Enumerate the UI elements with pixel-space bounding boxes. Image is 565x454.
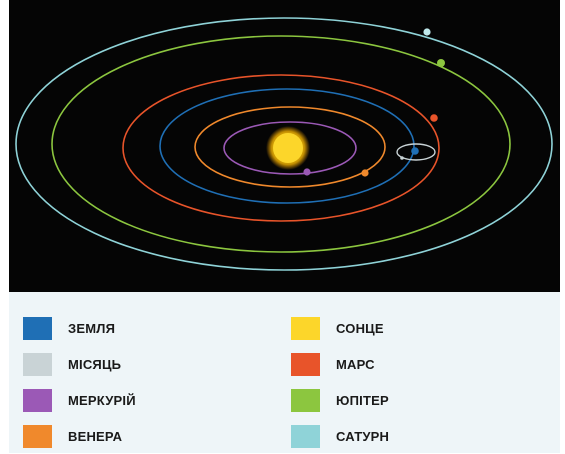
sun xyxy=(273,133,303,163)
legend-item-mars: МАРС xyxy=(291,346,389,382)
legend-label-saturn: САТУРН xyxy=(336,428,390,444)
legend-column-right: СОНЦЕ МАРС ЮПІТЕР САТУРН xyxy=(291,310,389,454)
orbit-diagram xyxy=(15,17,553,271)
saturn-planet xyxy=(423,28,431,36)
legend-item-sun: СОНЦЕ xyxy=(291,310,389,346)
legend-label-sun: СОНЦЕ xyxy=(336,320,384,336)
legend: ЗЕМЛЯ МІСЯЦЬ МЕРКУРІЙ ВЕНЕРА СОНЦЕ МАРС … xyxy=(9,292,560,453)
jupiter-orbit xyxy=(51,35,511,253)
earth-swatch xyxy=(23,316,52,340)
saturn-swatch xyxy=(291,424,320,448)
mercury-planet xyxy=(303,168,311,176)
moon xyxy=(400,156,404,160)
venus-orbit xyxy=(194,106,386,188)
legend-item-earth: ЗЕМЛЯ xyxy=(23,310,136,346)
legend-label-earth: ЗЕМЛЯ xyxy=(68,320,116,336)
venus-planet xyxy=(361,169,369,177)
moon-orbit xyxy=(396,143,436,161)
legend-item-venus: ВЕНЕРА xyxy=(23,418,136,454)
legend-item-mercury: МЕРКУРІЙ xyxy=(23,382,136,418)
moon-swatch xyxy=(23,352,52,376)
mercury-swatch xyxy=(23,388,52,412)
sun-swatch xyxy=(291,316,320,340)
legend-label-venus: ВЕНЕРА xyxy=(68,428,123,444)
mars-swatch xyxy=(291,352,320,376)
saturn-orbit xyxy=(15,17,553,271)
legend-item-jupiter: ЮПІТЕР xyxy=(291,382,389,418)
legend-label-moon: МІСЯЦЬ xyxy=(68,356,122,372)
mars-planet xyxy=(430,114,438,122)
legend-column-left: ЗЕМЛЯ МІСЯЦЬ МЕРКУРІЙ ВЕНЕРА xyxy=(23,310,136,454)
jupiter-planet xyxy=(437,59,445,67)
legend-item-saturn: САТУРН xyxy=(291,418,389,454)
mars-orbit xyxy=(122,74,440,222)
legend-label-jupiter: ЮПІТЕР xyxy=(336,392,389,408)
earth-planet xyxy=(411,147,419,155)
legend-label-mars: МАРС xyxy=(336,356,375,372)
jupiter-swatch xyxy=(291,388,320,412)
legend-label-mercury: МЕРКУРІЙ xyxy=(68,392,136,408)
legend-item-moon: МІСЯЦЬ xyxy=(23,346,136,382)
venus-swatch xyxy=(23,424,52,448)
earth-orbit xyxy=(159,88,415,204)
solar-system-diagram xyxy=(9,0,560,292)
mercury-orbit xyxy=(223,121,357,175)
